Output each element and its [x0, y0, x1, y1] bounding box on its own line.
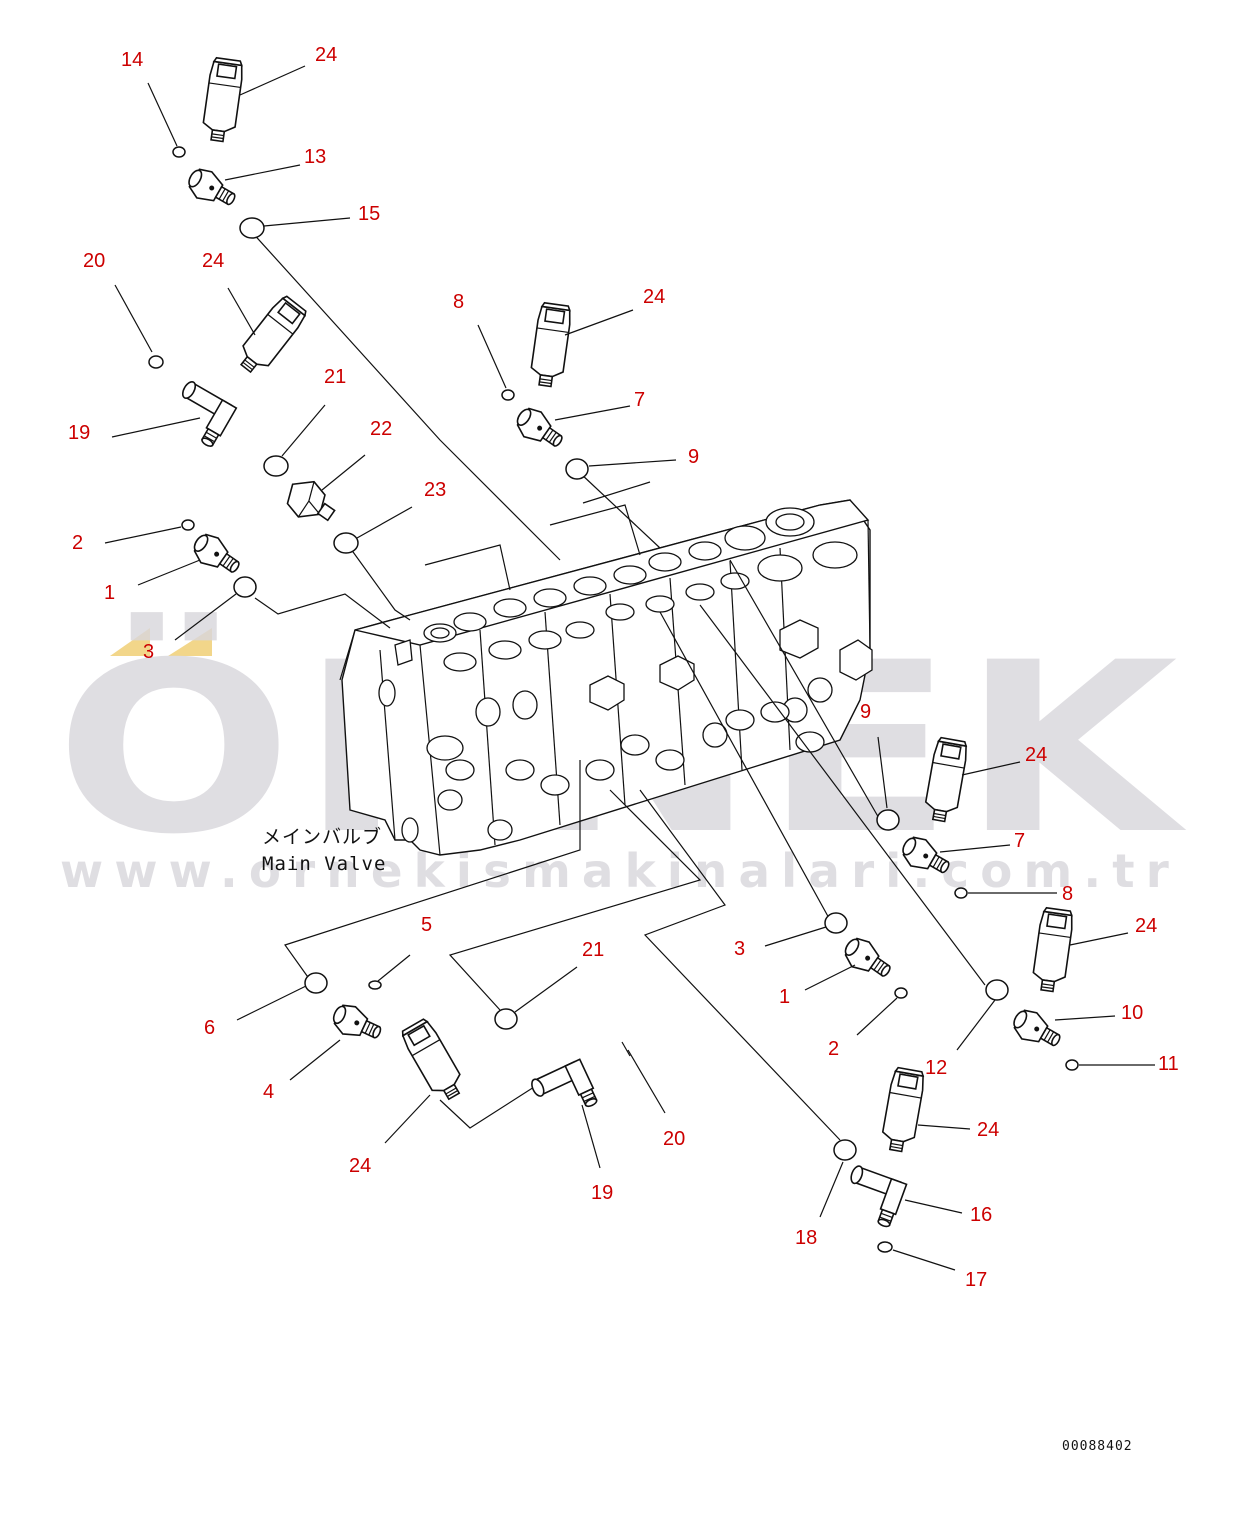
main-valve-block	[339, 499, 873, 856]
callout-11: 11	[1158, 1053, 1179, 1075]
o-ring-part-8-b	[954, 887, 968, 899]
o-ring-part-6	[304, 972, 328, 994]
watermark-accent-right	[168, 628, 212, 656]
adapter-part-13	[182, 163, 242, 216]
callout-labels: 14 24 13 15 20 24 21 19 22 23 2 1 3 8 24…	[68, 44, 1179, 1291]
pressure-sensor-part-24-e	[1030, 906, 1076, 994]
o-ring-part-8	[501, 389, 515, 401]
elbow-fitting-part-4	[327, 999, 387, 1049]
callout-10: 10	[1121, 1002, 1143, 1024]
main-valve-label-en: Main Valve	[262, 853, 386, 875]
o-ring-part-9	[565, 458, 589, 480]
callout-13: 13	[304, 146, 326, 168]
callout-24-b: 24	[202, 250, 224, 272]
callout-19: 19	[68, 422, 90, 444]
callout-9-b: 9	[860, 701, 871, 723]
drawing-number: 00088402	[1062, 1439, 1133, 1454]
callout-21: 21	[324, 366, 346, 388]
o-ring-part-18	[833, 1139, 857, 1161]
elbow-part-19-b	[528, 1057, 601, 1126]
callout-17: 17	[965, 1269, 987, 1291]
callout-24-d: 24	[1025, 744, 1047, 766]
pressure-sensor-part-24	[200, 56, 246, 144]
fitting-part-1-b	[838, 932, 897, 987]
callout-21-b: 21	[582, 939, 604, 961]
callout-24-e: 24	[1135, 915, 1157, 937]
callout-14: 14	[121, 49, 143, 71]
callout-18: 18	[795, 1227, 817, 1249]
callout-3: 3	[143, 641, 154, 663]
o-ring-part-14	[172, 146, 186, 158]
adapter-part-16	[837, 1163, 908, 1230]
pressure-sensor-part-24-c	[528, 301, 574, 389]
callout-24-c: 24	[643, 286, 665, 308]
callout-8: 8	[453, 291, 464, 313]
callout-12: 12	[925, 1057, 947, 1079]
callout-6: 6	[204, 1017, 215, 1039]
callout-1: 1	[104, 582, 115, 604]
o-ring-part-3	[233, 576, 257, 598]
callout-3-b: 3	[734, 938, 745, 960]
callout-2-b: 2	[828, 1038, 839, 1060]
callout-8-b: 8	[1062, 883, 1073, 905]
o-ring-part-2	[181, 519, 195, 531]
callout-22: 22	[370, 418, 392, 440]
o-ring-part-12	[985, 979, 1009, 1001]
callout-7: 7	[634, 389, 645, 411]
main-valve-label-jp: メインバルブ	[262, 825, 382, 848]
leader-lines	[104, 65, 1155, 1271]
fitting-part-1	[187, 528, 246, 583]
o-ring-part-23	[333, 532, 359, 554]
hex-fitting-part-22	[284, 475, 342, 527]
o-ring-part-3-b	[824, 912, 848, 934]
parts	[148, 56, 1079, 1253]
o-ring-part-21-b	[494, 1008, 518, 1030]
callout-19-b: 19	[591, 1182, 613, 1204]
callout-4: 4	[263, 1081, 274, 1103]
pressure-sensor-part-24-g	[879, 1066, 927, 1155]
watermark-url: www.ornekismakinalari.com.tr	[60, 844, 1180, 898]
callout-1-b: 1	[779, 986, 790, 1008]
callout-16: 16	[970, 1204, 992, 1226]
pressure-sensor-part-24-b	[232, 293, 310, 380]
o-ring-part-11	[1065, 1059, 1079, 1071]
o-ring-part-17	[877, 1241, 893, 1253]
callout-24-f: 24	[349, 1155, 371, 1177]
callout-23: 23	[424, 479, 446, 501]
adapter-part-10	[1007, 1004, 1067, 1057]
o-ring-part-20-b	[621, 1041, 631, 1057]
o-ring-part-2-b	[894, 987, 908, 999]
pressure-sensor-part-24-f	[398, 1016, 469, 1105]
callout-20: 20	[83, 250, 105, 272]
callout-5: 5	[421, 914, 432, 936]
callout-24-g: 24	[977, 1119, 999, 1141]
o-ring-part-15	[239, 217, 265, 239]
callout-2: 2	[72, 532, 83, 554]
callout-15: 15	[358, 203, 380, 225]
adapter-part-7	[510, 402, 569, 457]
callout-7-b: 7	[1014, 830, 1025, 852]
callout-9: 9	[688, 446, 699, 468]
elbow-part-19	[164, 378, 238, 450]
callout-24: 24	[315, 44, 337, 66]
callout-20-b: 20	[663, 1128, 685, 1150]
connection-lines	[249, 229, 986, 1141]
o-ring-part-9-b	[876, 809, 900, 831]
o-ring-part-21	[263, 455, 289, 477]
watermark-accent-left	[110, 628, 150, 656]
o-ring-part-20	[148, 355, 164, 369]
o-ring-part-5	[368, 980, 382, 990]
